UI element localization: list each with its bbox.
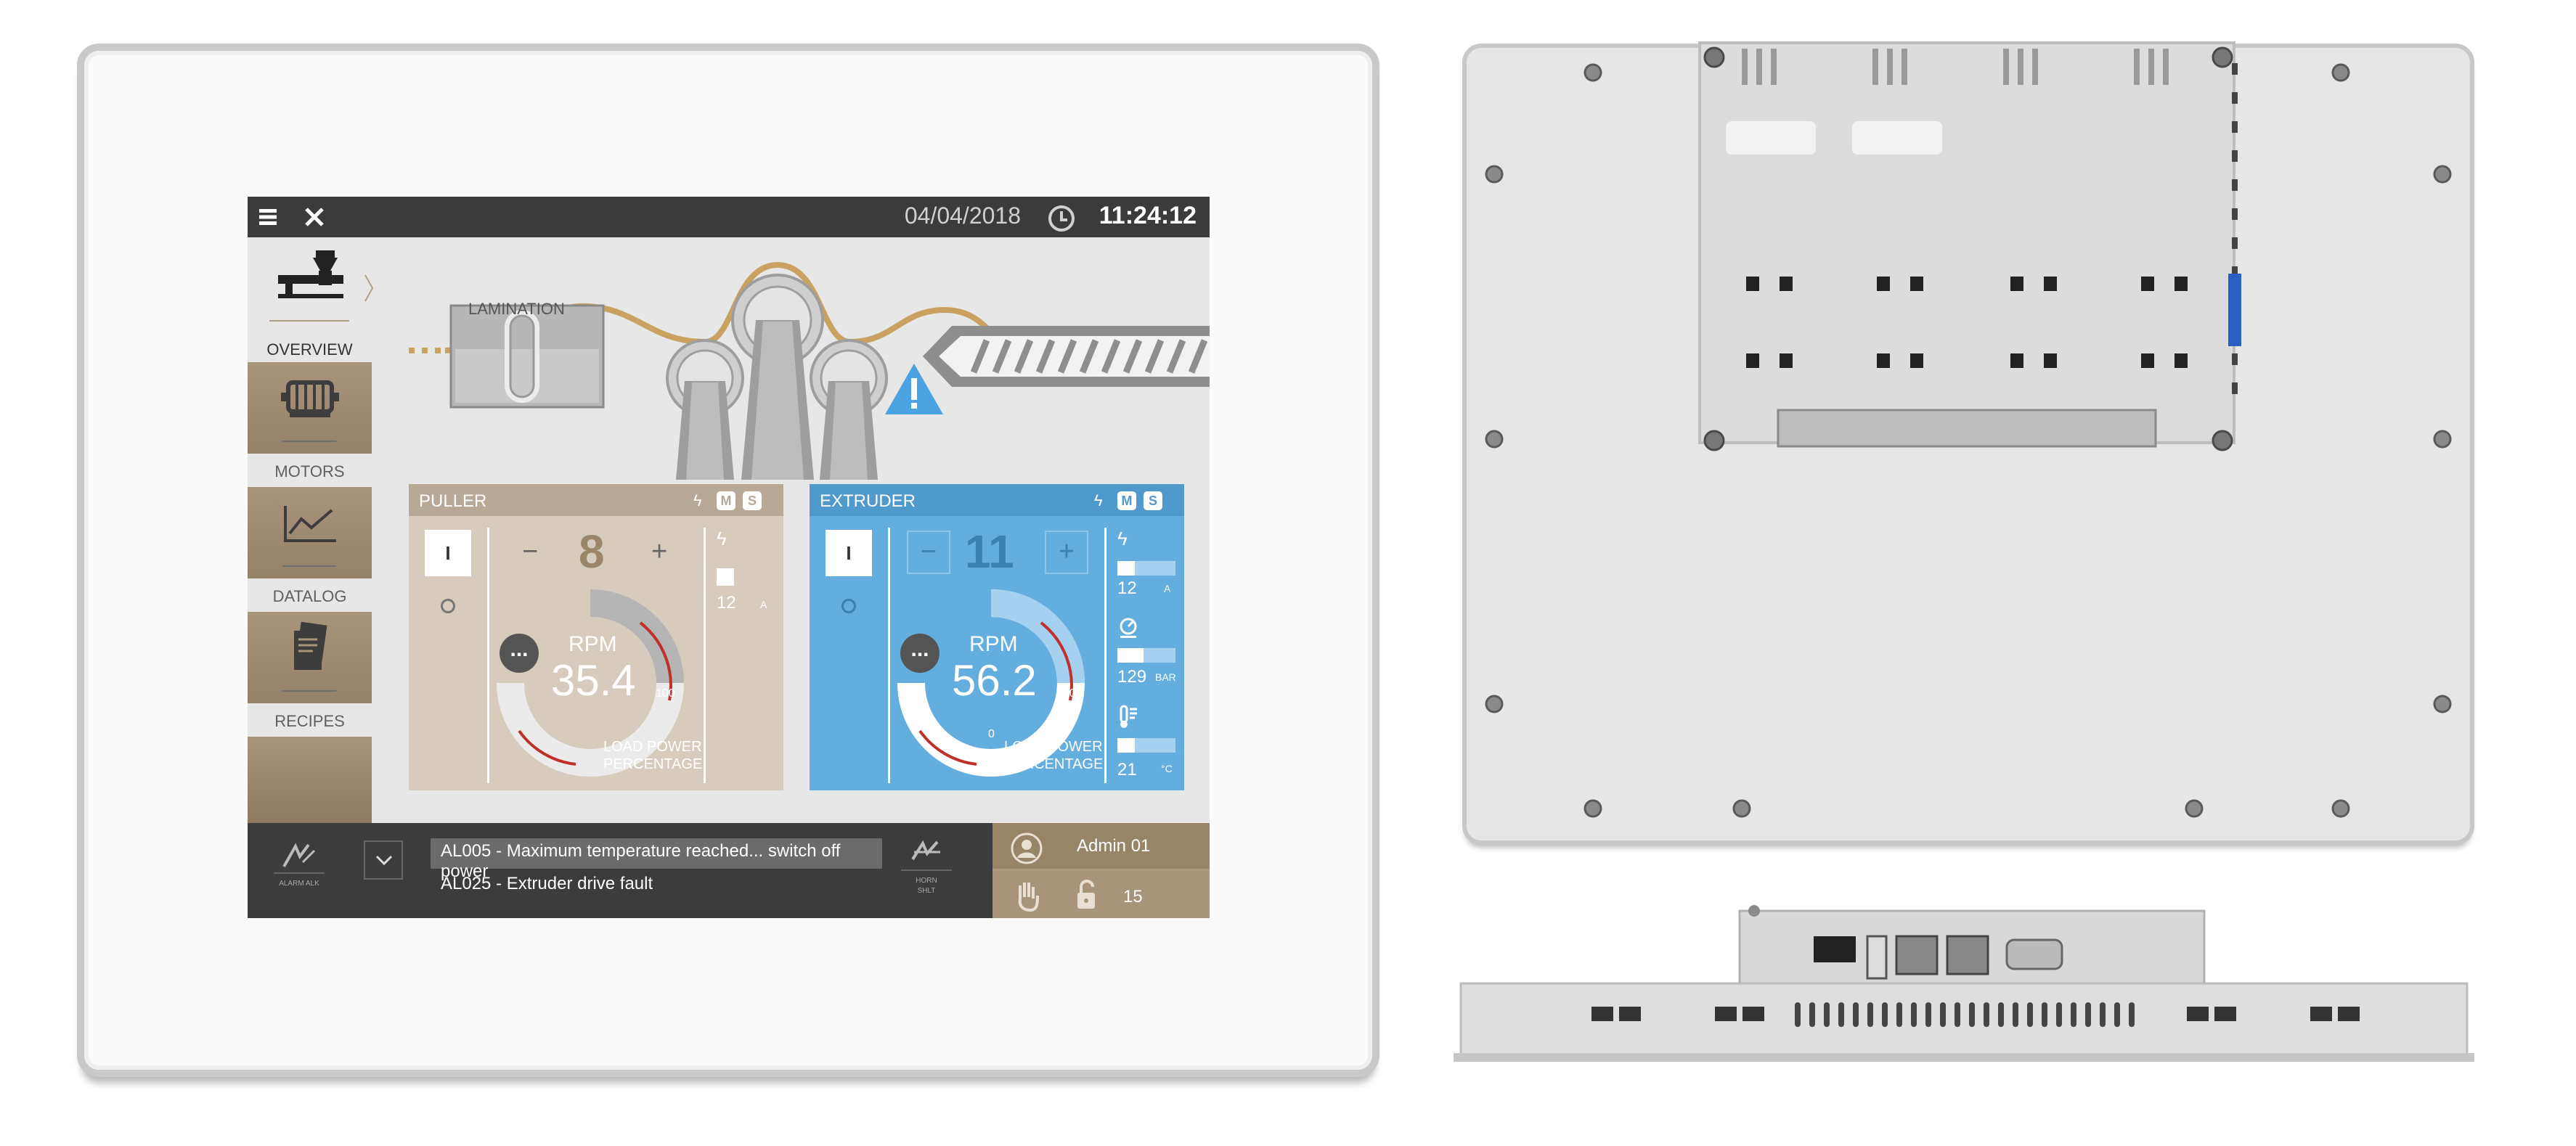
power-bolt-icon: ϟ xyxy=(1094,491,1103,509)
sidebar-item-label: MOTORS xyxy=(274,462,345,480)
puller-load-label: LOAD POWER PERCENTAGE xyxy=(603,738,702,773)
back-module-details xyxy=(1703,46,2241,451)
extruder-increase-button[interactable]: + xyxy=(1045,531,1088,574)
load-label-line: PERCENTAGE xyxy=(603,756,703,772)
clock-icon xyxy=(1048,205,1075,232)
service-badge[interactable]: S xyxy=(1144,491,1162,510)
user-bar: Admin 01 15 xyxy=(993,823,1210,918)
extruder-temperature-value: 21 xyxy=(1117,760,1137,779)
sidebar: OVERVIEW MOTORS DATALOG xyxy=(248,237,374,824)
puller-gauge-max: 100 xyxy=(656,687,675,700)
manual-badge[interactable]: M xyxy=(717,491,735,510)
alarm-ack-button[interactable]: ALARM ALK xyxy=(274,840,325,899)
close-icon[interactable] xyxy=(294,197,335,237)
extruder-temperature-bar xyxy=(1117,738,1175,753)
pressure-gauge-icon xyxy=(1120,618,1137,638)
puller-decrease-button[interactable]: − xyxy=(522,536,539,567)
puller-start-button[interactable]: I xyxy=(425,530,471,576)
puller-rpm-label: RPM xyxy=(568,632,617,656)
extruder-rpm-value: 56.2 xyxy=(952,656,1037,705)
date-display: 04/04/2018 xyxy=(904,202,1021,229)
extruder-stop-button[interactable] xyxy=(841,599,856,613)
extruder-pressure-unit: BAR xyxy=(1155,671,1176,683)
alarm-bell-icon xyxy=(282,843,316,867)
silence-label: SHLT xyxy=(917,887,936,895)
extruder-gauge-min: 0 xyxy=(988,728,995,740)
thermometer-icon xyxy=(1120,705,1137,728)
alarm-expand-button[interactable] xyxy=(364,840,403,880)
puller-rpm-value: 35.4 xyxy=(551,656,636,705)
alarm-message[interactable]: AL025 - Extruder drive fault xyxy=(441,874,653,893)
sidebar-item-label: OVERVIEW xyxy=(266,340,353,359)
extruder-temperature-unit: °C xyxy=(1161,763,1173,774)
load-label-line: PERCENTAGE xyxy=(1004,756,1104,772)
extruder-current-bar xyxy=(1117,561,1175,576)
extruder-current-unit: A xyxy=(1164,583,1171,594)
alarm-ack-label: ALARM ALK xyxy=(279,880,319,888)
extruder-start-button[interactable]: I xyxy=(826,530,872,576)
puller-panel: PULLER ϟ M S I − 8 + ... RPM 35.4 100 LO… xyxy=(409,484,783,790)
sidebar-item-datalog[interactable]: DATALOG xyxy=(248,487,372,612)
power-bolt-icon: ϟ xyxy=(693,491,702,509)
puller-current-unit: A xyxy=(760,599,767,610)
user-count: 15 xyxy=(1123,887,1143,906)
extruder-panel: EXTRUDER ϟ M S I − 11 + ... RPM 56.2 0 1… xyxy=(810,484,1184,790)
back-screws xyxy=(1485,63,2452,818)
chevron-down-icon xyxy=(375,855,393,866)
load-label-line: LOAD POWER xyxy=(603,739,702,755)
extruder-load-label: LOAD POWER PERCENTAGE xyxy=(1004,738,1103,773)
warning-triangle-icon[interactable] xyxy=(884,362,945,416)
load-label-line: LOAD POWER xyxy=(1004,739,1103,755)
recipe-book-icon xyxy=(294,621,327,670)
puller-current-value: 12 xyxy=(717,593,736,613)
extruder-current-value: 12 xyxy=(1117,578,1137,598)
lamination-label: LAMINATION xyxy=(468,300,565,318)
hand-icon[interactable] xyxy=(1014,878,1040,912)
extruder-machine-icon xyxy=(278,250,343,298)
sidebar-item-overview[interactable]: OVERVIEW xyxy=(248,237,374,362)
extruder-more-button[interactable]: ... xyxy=(900,634,939,673)
sidebar-filler xyxy=(248,737,372,824)
alarm-bar: ALARM ALK AL005 - Maximum temperature re… xyxy=(248,823,993,918)
sidebar-item-label: DATALOG xyxy=(272,587,347,605)
extruder-pressure-value: 129 xyxy=(1117,667,1147,687)
service-badge[interactable]: S xyxy=(743,491,762,510)
extruder-rpm-label: RPM xyxy=(969,632,1018,656)
alarm-message[interactable]: AL005 - Maximum temperature reached... s… xyxy=(431,838,882,881)
top-bar: 04/04/2018 11:24:12 xyxy=(248,197,1210,237)
sidebar-item-label: RECIPES xyxy=(274,712,345,730)
manual-badge[interactable]: M xyxy=(1117,491,1136,510)
puller-increase-button[interactable]: + xyxy=(651,536,668,567)
hmi-screen: 04/04/2018 11:24:12 OVERVIEW xyxy=(248,197,1210,918)
unlock-icon[interactable] xyxy=(1075,878,1097,910)
back-module xyxy=(1698,41,2235,444)
extruder-setpoint: 11 xyxy=(965,525,1014,578)
motor-icon xyxy=(281,380,339,417)
time-display: 11:24:12 xyxy=(1099,202,1197,229)
user-avatar-icon[interactable] xyxy=(1010,832,1043,865)
sidebar-item-recipes[interactable]: RECIPES xyxy=(248,612,372,737)
puller-rpm-gauge xyxy=(497,589,684,777)
extruder-title: EXTRUDER xyxy=(810,484,1184,516)
process-diagram xyxy=(409,261,1210,480)
line-chart-icon xyxy=(284,506,336,542)
puller-stop-button[interactable] xyxy=(441,599,455,613)
user-name[interactable]: Admin 01 xyxy=(1077,836,1151,856)
extruder-rpm-gauge xyxy=(897,589,1085,777)
puller-current-bar xyxy=(717,568,734,586)
horn-label: HORN xyxy=(916,877,937,885)
extruder-decrease-button[interactable]: − xyxy=(907,531,950,574)
hamburger-icon[interactable] xyxy=(248,197,288,237)
bottom-view xyxy=(1454,905,2474,1062)
puller-more-button[interactable]: ... xyxy=(500,634,539,673)
horn-silence-button[interactable]: HORN SHLT xyxy=(901,838,952,903)
sidebar-item-motors[interactable]: MOTORS xyxy=(248,362,372,487)
current-bolt-icon: ϟ xyxy=(717,528,727,549)
horn-icon xyxy=(911,840,940,861)
extruder-gauge-max: 100 xyxy=(1056,687,1076,700)
extruder-pressure-bar xyxy=(1117,648,1175,663)
current-bolt-icon: ϟ xyxy=(1117,528,1128,549)
puller-setpoint: 8 xyxy=(579,525,605,578)
